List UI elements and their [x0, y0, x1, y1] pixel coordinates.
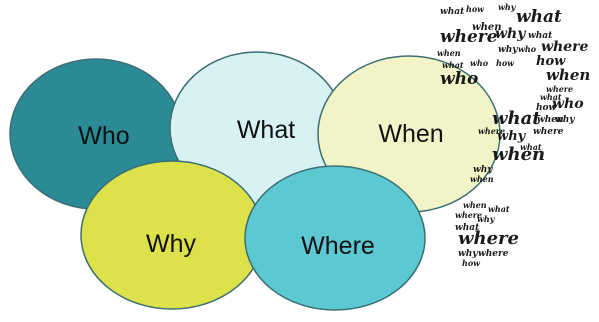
cloud-word: what	[520, 142, 542, 152]
cloud-word: when	[537, 115, 564, 125]
question-mark-top-words: what how why what when where why what wh…	[437, 2, 590, 184]
cloud-word: why	[458, 249, 478, 259]
cloud-word: where	[458, 228, 519, 249]
cloud-word: where	[440, 27, 498, 47]
cloud-word: what	[442, 60, 464, 70]
cloud-word: why	[498, 2, 517, 12]
cloud-word: where	[541, 39, 589, 55]
cloud-word: when	[492, 144, 545, 165]
bubble-where-label: Where	[301, 232, 375, 260]
cloud-word: where	[478, 126, 505, 136]
bubble-where: Where	[244, 165, 426, 311]
bubble-who-label: Who	[78, 122, 129, 150]
bubble-what: What	[169, 51, 345, 205]
cloud-word: what	[488, 204, 510, 214]
cloud-word: how	[496, 58, 515, 68]
cloud-word: who	[552, 96, 584, 112]
question-mark-word-cloud: what how why what when where why what wh…	[437, 2, 590, 268]
cloud-word: how	[536, 103, 557, 113]
cloud-word: what	[516, 7, 562, 27]
bubble-why: Why	[80, 160, 264, 310]
cloud-word: why	[498, 45, 518, 55]
cloud-word: why	[497, 129, 527, 144]
cloud-word: what	[455, 223, 480, 233]
cloud-word: where	[533, 127, 564, 137]
cloud-word: why	[555, 115, 575, 125]
cloud-word: why	[473, 165, 493, 175]
cloud-word: what	[540, 92, 562, 102]
cloud-word: when	[463, 200, 487, 210]
cloud-word: where	[478, 249, 509, 259]
cloud-word: when	[472, 22, 502, 33]
cloud-word: when	[437, 48, 461, 58]
cloud-word: why	[495, 26, 526, 42]
cloud-word: how	[536, 54, 566, 69]
bubble-when-label: When	[378, 120, 443, 148]
cloud-word: what	[528, 31, 553, 41]
bubble-why-label: Why	[146, 230, 197, 258]
bubble-what-label: What	[237, 116, 295, 144]
cloud-word: who	[470, 58, 489, 68]
cloud-word: who	[518, 44, 537, 54]
question-mark-dot-words: when what where why what where why where…	[455, 200, 519, 268]
cloud-word: where	[546, 84, 573, 94]
cloud-word: why	[477, 214, 496, 224]
bubble-where-shape	[244, 165, 426, 311]
cloud-word: what	[440, 7, 465, 17]
cloud-word: how	[466, 4, 485, 14]
cloud-word: how	[462, 258, 481, 268]
cloud-word: who	[440, 69, 478, 89]
cloud-word: where	[455, 210, 482, 220]
cloud-word: when	[546, 66, 590, 84]
cloud-word: what	[492, 108, 541, 129]
cloud-word: when	[470, 174, 494, 184]
